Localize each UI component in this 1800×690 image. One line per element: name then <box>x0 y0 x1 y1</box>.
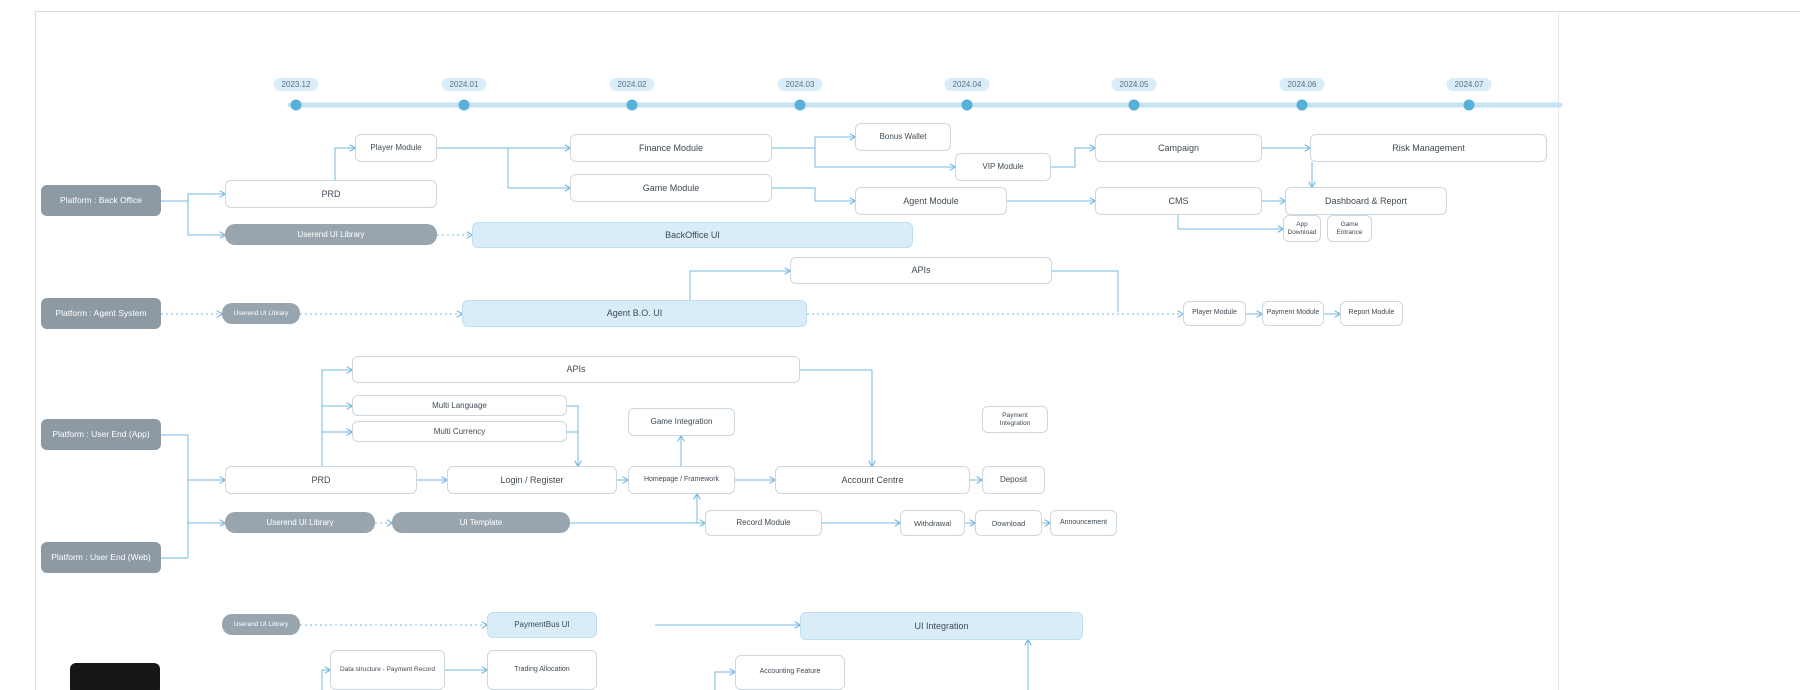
canvas-border-top <box>35 11 1800 12</box>
connector <box>321 670 330 690</box>
connector <box>800 369 872 466</box>
node-trading-allocation[interactable]: Trading Allocation <box>487 650 597 690</box>
node-announcement[interactable]: Announcement <box>1050 510 1117 536</box>
node-lane-user-end-web[interactable]: Platform : User End (Web) <box>41 542 161 573</box>
timeline-dot-2024.02[interactable] <box>626 99 638 111</box>
connector <box>1177 215 1283 229</box>
node-login-register[interactable]: Login / Register <box>447 466 617 494</box>
node-userend-ui-library-payment[interactable]: Userend UI Library <box>222 614 300 635</box>
node-lane-back-office[interactable]: Platform : Back Office <box>41 185 161 216</box>
node-player-module-back-office[interactable]: Player Module <box>355 134 437 162</box>
timeline-month-2024.06[interactable]: 2024.06 <box>1279 78 1325 91</box>
node-cms[interactable]: CMS <box>1095 187 1262 215</box>
node-agent-module[interactable]: Agent Module <box>855 187 1007 215</box>
node-game-integration[interactable]: Game Integration <box>628 408 735 436</box>
node-account-centre[interactable]: Account Centre <box>775 466 970 494</box>
timeline-month-2023.12[interactable]: 2023.12 <box>273 78 319 91</box>
node-apis-app[interactable]: APIs <box>352 356 800 383</box>
node-data-structure-payment-record[interactable]: Data structure - Payment Record <box>330 650 445 690</box>
node-campaign[interactable]: Campaign <box>1095 134 1262 162</box>
timeline-month-2024.02[interactable]: 2024.02 <box>609 78 655 91</box>
node-download[interactable]: Download <box>975 510 1042 536</box>
node-userend-ui-library-agent[interactable]: Userend UI Library <box>222 303 300 324</box>
timeline-dot-2024.03[interactable] <box>794 99 806 111</box>
node-risk-management[interactable]: Risk Management <box>1310 134 1547 162</box>
connector <box>772 187 855 201</box>
timeline-dot-2024.01[interactable] <box>458 99 470 111</box>
node-payment-module-agent[interactable]: Payment Module <box>1262 301 1324 326</box>
node-prd-app[interactable]: PRD <box>225 466 417 494</box>
node-dashboard-report[interactable]: Dashboard & Report <box>1285 187 1447 215</box>
timeline-dot-2023.12[interactable] <box>290 99 302 111</box>
connector <box>161 194 225 202</box>
connector <box>567 405 578 466</box>
timeline-month-2024.01[interactable]: 2024.01 <box>441 78 487 91</box>
node-lane-partial-black[interactable] <box>70 663 160 690</box>
connector <box>1052 270 1119 312</box>
canvas-border-left <box>35 11 36 690</box>
timeline-month-2024.04[interactable]: 2024.04 <box>944 78 990 91</box>
node-agent-bo-ui[interactable]: Agent B.O. UI <box>462 300 807 327</box>
node-withdrawal[interactable]: Withdrawal <box>900 510 965 536</box>
connector <box>772 137 855 149</box>
timeline-dot-2024.07[interactable] <box>1463 99 1475 111</box>
timeline-dot-2024.05[interactable] <box>1128 99 1140 111</box>
node-ui-integration[interactable]: UI Integration <box>800 612 1083 640</box>
node-app-download[interactable]: App Download <box>1283 215 1321 242</box>
node-record-module[interactable]: Record Module <box>705 510 822 536</box>
node-deposit[interactable]: Deposit <box>982 466 1045 494</box>
timeline-month-2024.07[interactable]: 2024.07 <box>1446 78 1492 91</box>
connector <box>814 148 955 167</box>
node-ui-template[interactable]: UI Template <box>392 512 570 533</box>
connector <box>1051 148 1095 168</box>
node-paymentbus-ui[interactable]: PaymentBus UI <box>487 612 597 638</box>
node-finance-module[interactable]: Finance Module <box>570 134 772 162</box>
node-accounting-feature[interactable]: Accounting Feature <box>735 655 845 690</box>
node-vip-module[interactable]: VIP Module <box>955 153 1051 181</box>
connector <box>714 672 735 690</box>
node-homepage-framework[interactable]: Homepage / Framework <box>628 466 735 494</box>
timeline-dot-2024.06[interactable] <box>1296 99 1308 111</box>
canvas-border-right <box>1558 11 1559 690</box>
node-payment-integration[interactable]: Payment Integration <box>982 406 1048 433</box>
connector <box>321 370 352 466</box>
connector <box>507 148 570 188</box>
timeline-month-2024.03[interactable]: 2024.03 <box>777 78 823 91</box>
node-lane-user-end-app[interactable]: Platform : User End (App) <box>41 419 161 450</box>
node-prd-back-office[interactable]: PRD <box>225 180 437 208</box>
node-multi-language[interactable]: Multi Language <box>352 395 567 416</box>
node-multi-currency[interactable]: Multi Currency <box>352 421 567 442</box>
node-game-entrance[interactable]: Game Entrance <box>1327 215 1372 242</box>
node-report-module-agent[interactable]: Report Module <box>1340 301 1403 326</box>
node-userend-ui-library-app[interactable]: Userend UI Library <box>225 512 375 533</box>
node-player-module-agent[interactable]: Player Module <box>1183 301 1246 326</box>
node-userend-ui-library-back-office[interactable]: Userend UI Library <box>225 224 437 245</box>
node-backoffice-ui[interactable]: BackOffice UI <box>472 222 913 248</box>
connector <box>187 201 225 235</box>
timeline-dot-2024.04[interactable] <box>961 99 973 111</box>
node-apis-agent[interactable]: APIs <box>790 257 1052 284</box>
connector <box>689 271 790 300</box>
node-game-module[interactable]: Game Module <box>570 174 772 202</box>
connector <box>334 148 355 180</box>
timeline-month-2024.05[interactable]: 2024.05 <box>1111 78 1157 91</box>
node-bonus-wallet[interactable]: Bonus Wallet <box>855 123 951 151</box>
node-lane-agent-system[interactable]: Platform : Agent System <box>41 298 161 329</box>
